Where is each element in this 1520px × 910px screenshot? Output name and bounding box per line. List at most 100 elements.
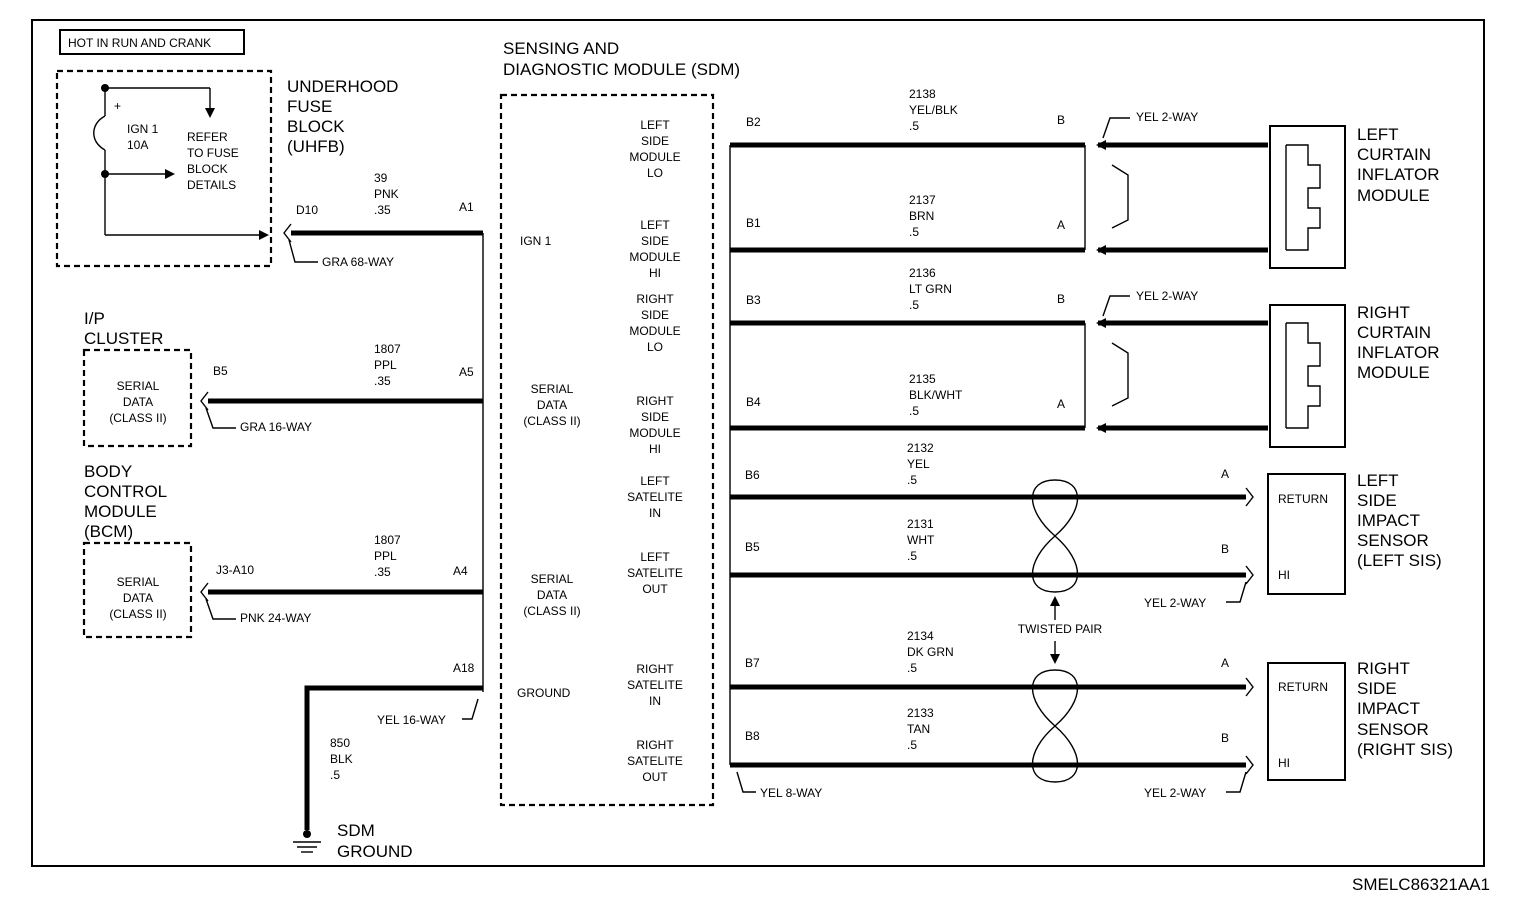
ip-cluster: I/P CLUSTER SERIAL DATA (CLASS II) — [82, 309, 193, 448]
hot-label: HOT IN RUN AND CRANK — [59, 29, 245, 55]
svg-text:IGN 1: IGN 1 — [520, 234, 552, 248]
svg-text:A5: A5 — [459, 365, 474, 379]
svg-text:39: 39 — [374, 171, 388, 185]
svg-text:.35: .35 — [374, 565, 391, 579]
svg-text:RETURN: RETURN — [1278, 492, 1328, 506]
ign-circuit: D10 39 PNK .35 A1 GRA 68-WAY — [283, 171, 483, 269]
svg-text:(RIGHT SIS): (RIGHT SIS) — [1357, 740, 1453, 759]
svg-text:GROUND: GROUND — [517, 686, 571, 700]
sdm-right-labels: LEFT SIDE MODULE LO LEFT SIDE MODULE HI … — [627, 118, 683, 784]
svg-text:850: 850 — [330, 736, 350, 750]
svg-text:B5: B5 — [745, 540, 760, 554]
svg-text:CURTAIN: CURTAIN — [1357, 323, 1431, 342]
svg-text:RIGHT: RIGHT — [636, 292, 674, 306]
svg-text:RIGHT: RIGHT — [1357, 303, 1410, 322]
right-curtain-circuits: B3 2136 LT GRN .5 B B4 2135 BLK/WHT .5 A… — [730, 266, 1268, 433]
svg-text:LEFT: LEFT — [640, 218, 670, 232]
sdm-left-labels: IGN 1 SERIAL DATA (CLASS II) SERIAL DATA… — [517, 234, 581, 700]
svg-text:CURTAIN: CURTAIN — [1357, 145, 1431, 164]
svg-text:UNDERHOOD: UNDERHOOD — [287, 77, 398, 96]
svg-text:B3: B3 — [746, 293, 761, 307]
svg-text:(CLASS II): (CLASS II) — [109, 411, 166, 425]
svg-text:SATELITE: SATELITE — [627, 754, 683, 768]
svg-text:.5: .5 — [907, 738, 917, 752]
svg-text:.5: .5 — [909, 298, 919, 312]
svg-text:.5: .5 — [909, 225, 919, 239]
svg-text:BRN: BRN — [909, 209, 934, 223]
svg-text:.5: .5 — [907, 661, 917, 675]
uhfb-title: UNDERHOOD FUSE BLOCK (UHFB) — [287, 77, 398, 156]
svg-text:PPL: PPL — [374, 358, 397, 372]
svg-text:SIDE: SIDE — [1357, 491, 1397, 510]
svg-text:BLK/WHT: BLK/WHT — [909, 388, 963, 402]
ip-circuit: B5 1807 PPL .35 A5 GRA 16-WAY — [200, 342, 483, 434]
svg-text:RIGHT: RIGHT — [1357, 659, 1410, 678]
svg-text:PPL: PPL — [374, 549, 397, 563]
svg-text:.5: .5 — [909, 119, 919, 133]
svg-text:1807: 1807 — [374, 342, 401, 356]
twisted-pair-label: TWISTED PAIR — [1018, 596, 1103, 664]
svg-text:LEFT: LEFT — [640, 118, 670, 132]
svg-text:A4: A4 — [453, 564, 468, 578]
svg-text:IN: IN — [649, 694, 661, 708]
left-curtain-module: LEFT CURTAIN INFLATOR MODULE — [1269, 125, 1440, 269]
svg-text:B8: B8 — [745, 729, 760, 743]
svg-text:LT GRN: LT GRN — [909, 282, 952, 296]
svg-text:YEL 2-WAY: YEL 2-WAY — [1144, 786, 1206, 800]
svg-text:10A: 10A — [127, 138, 148, 152]
svg-text:IMPACT: IMPACT — [1357, 699, 1420, 718]
svg-text:1807: 1807 — [374, 533, 401, 547]
svg-text:A: A — [1057, 397, 1065, 411]
svg-text:(CLASS II): (CLASS II) — [523, 604, 580, 618]
svg-text:DETAILS: DETAILS — [187, 178, 236, 192]
svg-text:LEFT: LEFT — [1357, 125, 1399, 144]
svg-text:BLK: BLK — [330, 752, 353, 766]
diagram-code: SMELC86321AA1 — [1352, 875, 1490, 894]
svg-text:SIDE: SIDE — [641, 134, 669, 148]
svg-text:B: B — [1221, 542, 1229, 556]
svg-text:2132: 2132 — [907, 441, 934, 455]
svg-text:(BCM): (BCM) — [84, 522, 133, 541]
svg-text:INFLATOR: INFLATOR — [1357, 343, 1440, 362]
svg-text:(UHFB): (UHFB) — [287, 137, 345, 156]
svg-text:YEL 2-WAY: YEL 2-WAY — [1136, 110, 1198, 124]
svg-text:BLOCK: BLOCK — [287, 117, 345, 136]
svg-text:SATELITE: SATELITE — [627, 678, 683, 692]
svg-text:A: A — [1221, 467, 1229, 481]
svg-text:2135: 2135 — [909, 372, 936, 386]
ground-circuit: A18 YEL 16-WAY 850 BLK .5 SDM GROUND — [293, 661, 483, 861]
svg-text:YEL 2-WAY: YEL 2-WAY — [1144, 596, 1206, 610]
svg-text:A: A — [1057, 218, 1065, 232]
svg-text:2137: 2137 — [909, 193, 936, 207]
svg-text:MODULE: MODULE — [1357, 186, 1430, 205]
svg-text:(LEFT SIS): (LEFT SIS) — [1357, 551, 1442, 570]
svg-text:SIDE: SIDE — [641, 410, 669, 424]
svg-text:SERIAL: SERIAL — [531, 382, 574, 396]
svg-text:YEL 8-WAY: YEL 8-WAY — [760, 786, 822, 800]
right-sis-circuits: B7 2134 DK GRN .5 A B8 2133 TAN .5 B YEL… — [730, 629, 1254, 800]
svg-text:2136: 2136 — [909, 266, 936, 280]
svg-text:TWISTED PAIR: TWISTED PAIR — [1018, 622, 1103, 636]
diagram-frame — [31, 19, 1485, 867]
svg-text:SERIAL: SERIAL — [531, 572, 574, 586]
svg-text:TO FUSE: TO FUSE — [187, 146, 239, 160]
svg-text:SDM: SDM — [337, 821, 375, 840]
svg-text:A18: A18 — [453, 661, 475, 675]
svg-text:YEL 2-WAY: YEL 2-WAY — [1136, 289, 1198, 303]
svg-text:HI: HI — [649, 442, 661, 456]
left-sis-circuits: B6 2132 YEL .5 A B5 2131 WHT .5 B YEL 2-… — [730, 441, 1254, 610]
svg-text:SENSING AND: SENSING AND — [503, 39, 619, 58]
svg-text:SERIAL: SERIAL — [117, 379, 160, 393]
svg-text:MODULE: MODULE — [84, 502, 157, 521]
svg-text:BLOCK: BLOCK — [187, 162, 228, 176]
svg-text:SENSOR: SENSOR — [1357, 720, 1429, 739]
svg-text:B: B — [1057, 292, 1065, 306]
svg-text:LEFT: LEFT — [640, 550, 670, 564]
svg-text:B1: B1 — [746, 216, 761, 230]
bcm-module: BODY CONTROL MODULE (BCM) SERIAL DATA (C… — [82, 462, 193, 639]
svg-text:IN: IN — [649, 506, 661, 520]
svg-text:CONTROL: CONTROL — [84, 482, 167, 501]
svg-text:INFLATOR: INFLATOR — [1357, 165, 1440, 184]
svg-text:PNK: PNK — [374, 187, 399, 201]
